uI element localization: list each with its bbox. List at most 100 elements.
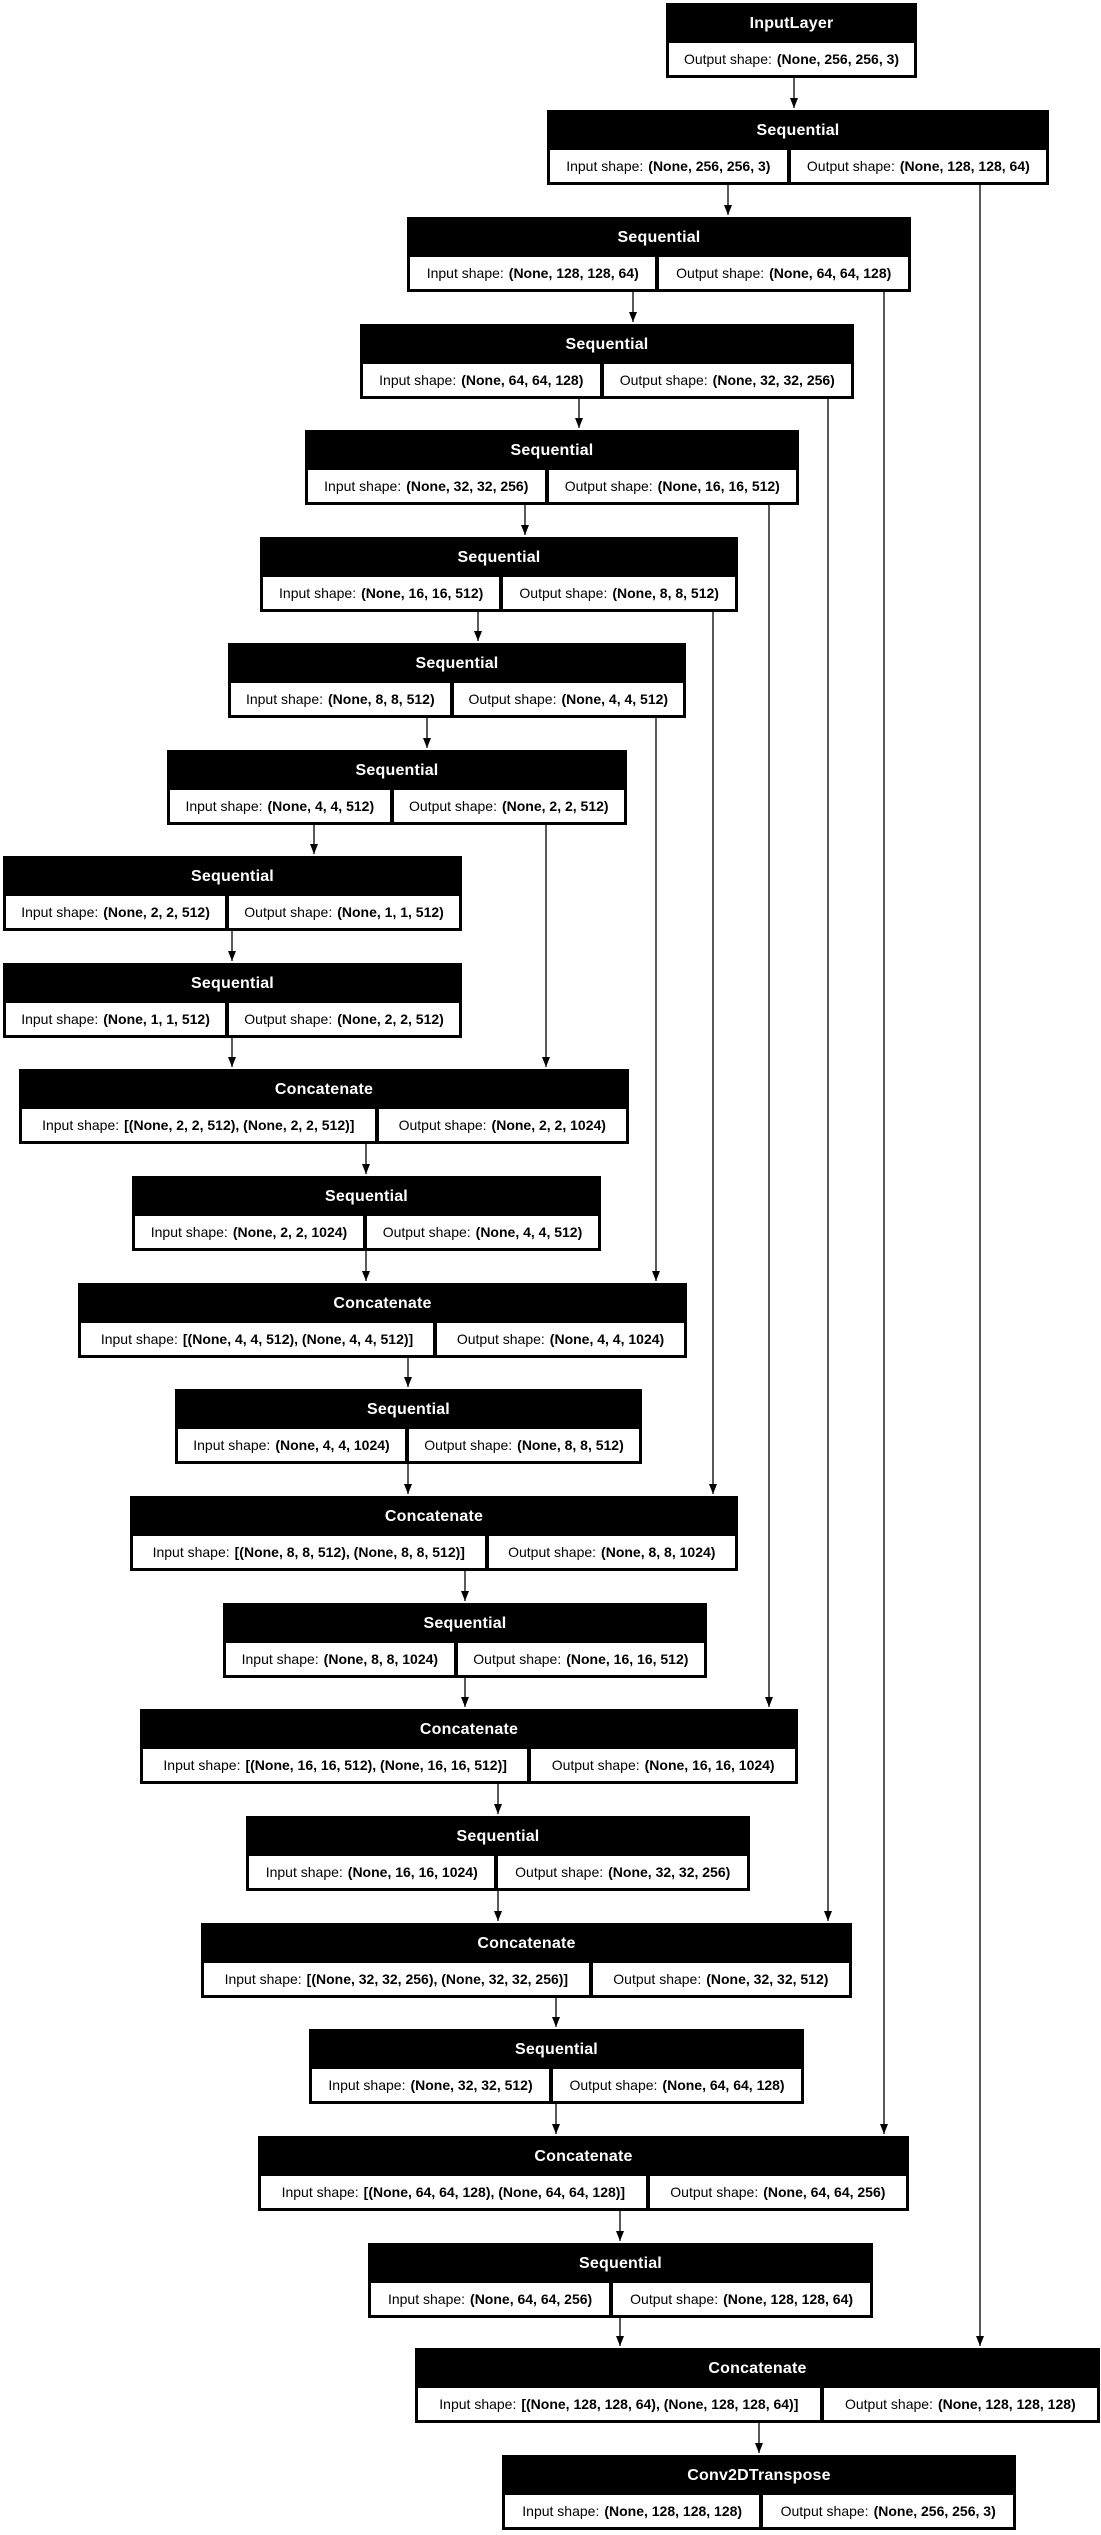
output-shape-label: Output shape: [382,1224,471,1240]
shape-cells-row: Input shape:(None, 16, 16, 512)Output sh… [262,576,736,610]
shape-cells-row: Input shape:(None, 32, 32, 256) Output sh… [307,469,798,503]
input-shape-label: Input shape: [439,2396,517,2412]
output-shape-label: Output shape: [683,51,772,67]
input-shape-value: [(None, 4, 4, 512), (None, 4, 4, 512)] [182,1331,414,1347]
output-shape-cell: Output shape:(None, 128, 128, 128) [822,2387,1098,2421]
output-shape-cell: Output shape:(None, 8, 8, 512) [407,1428,640,1462]
input-shape-value: (None, 1, 1, 512) [103,1011,210,1027]
output-shape-label: Output shape: [780,2503,869,2519]
output-shape-value: (None, 1, 1, 512) [337,904,444,920]
shape-cells-row: Input shape:(None, 64, 64, 256)Output sh… [370,2282,872,2316]
output-shape-label: Output shape: [456,1331,545,1347]
output-shape-cell: Output shape:(None, 16, 16, 1024) [530,1748,796,1782]
input-shape-cell: Input shape:(None, 32, 32, 512) [311,2068,551,2102]
input-shape-cell: Input shape:(None, 16, 16, 512) [262,576,501,610]
output-shape-label: Output shape: [844,2396,933,2412]
shape-cells-row: Output shape:(None, 256, 256, 3) [668,42,915,76]
input-shape-cell: Input shape:(None, 1, 1, 512) [5,1002,227,1036]
input-shape-label: Input shape: [324,478,402,494]
input-shape-cell: Input shape:[(None, 128, 128, 64), (None… [417,2387,821,2421]
layer-type-label: Concatenate [708,2359,807,2377]
input-shape-label: Input shape: [379,372,457,388]
input-shape-label: Input shape: [100,1331,178,1347]
output-shape-cell: Output shape:(None, 4, 4, 512) [365,1215,599,1249]
input-shape-label: Input shape: [193,1437,271,1453]
shape-cells-row: Input shape:[(None, 2, 2, 512), (None, 2… [21,1108,628,1142]
output-shape-cell: Output shape:(None, 16, 16, 512) [547,469,798,503]
input-shape-label: Input shape: [152,1544,230,1560]
output-shape-cell: Output shape:(None, 4, 4, 1024) [436,1322,686,1356]
input-shape-value: (None, 4, 4, 512) [267,798,375,814]
layer-type-label: InputLayer [749,14,834,32]
input-shape-label: Input shape: [566,158,644,174]
input-shape-cell: Input shape:(None, 4, 4, 512) [169,789,391,823]
output-shape-cell: Output shape:(None, 1, 1, 512) [228,895,461,929]
output-shape-cell: Output shape:(None, 128, 128, 64) [612,2282,872,2316]
layer-type-label: Concatenate [419,1720,519,1738]
output-shape-label: Output shape: [244,904,333,920]
input-shape-label: Input shape: [163,1757,241,1773]
output-shape-cell: Output shape:(None, 32, 32, 512) [591,1962,850,1996]
output-shape-label: Output shape: [519,585,608,601]
input-shape-cell: Input shape:[(None, 32, 32, 256), (None,… [203,1962,590,1996]
input-shape-cell: Input shape:(None, 64, 64, 256) [370,2282,611,2316]
output-shape-label: Output shape: [619,372,708,388]
input-shape-value: [(None, 16, 16, 512), (None, 16, 16, 512… [245,1757,507,1773]
input-shape-value: (None, 16, 16, 512) [361,585,484,601]
input-shape-value: (None, 16, 16, 1024) [347,1864,478,1880]
output-shape-label: Output shape: [630,2291,719,2307]
input-shape-cell: Input shape:(None, 2, 2, 512) [5,895,227,929]
output-shape-label: Output shape: [569,2077,658,2093]
output-shape-cell: Output shape:(None, 8, 8, 1024) [487,1535,737,1569]
input-shape-label: Input shape: [150,1224,228,1240]
input-shape-value: (None, 64, 64, 128) [461,372,584,388]
output-shape-cell: Output shape:(None, 256, 256, 3) [668,42,915,76]
shape-cells-row: Input shape:(None, 4, 4, 1024)Output sha… [177,1428,640,1462]
input-shape-label: Input shape: [328,2077,406,2093]
input-shape-value: [(None, 32, 32, 256), (None, 32, 32, 256… [306,1971,569,1987]
input-shape-value: (None, 64, 64, 256) [470,2291,593,2307]
shape-cells-row: Input shape:(None, 64, 64, 128) Output sh… [362,363,853,397]
output-shape-value: (None, 16, 16, 512) [657,478,780,494]
output-shape-cell: Output shape:(None, 2, 2, 512) [228,1002,461,1036]
output-shape-cell: Output shape:(None, 32, 32, 256) [602,363,853,397]
input-shape-label: Input shape: [185,798,263,814]
layer-type-label: Sequential [457,548,541,566]
input-shape-value: (None, 32, 32, 256) [406,478,529,494]
output-shape-label: Output shape: [473,1651,562,1667]
input-shape-label: Input shape: [224,1971,302,1987]
input-shape-label: Input shape: [279,585,357,601]
output-shape-cell: Output shape:(None, 8, 8, 512) [502,576,736,610]
output-shape-cell: Output shape:(None, 16, 16, 512) [456,1642,706,1676]
output-shape-cell: Output shape:(None, 256, 256, 3) [762,2494,1014,2528]
input-shape-label: Input shape: [281,2184,359,2200]
input-shape-cell: Input shape:(None, 128, 128, 128) [504,2494,761,2528]
layer-type-label: Sequential [515,2040,598,2058]
input-shape-value: (None, 2, 2, 512) [103,904,210,920]
shape-cells-row: Input shape:(None, 16, 16, 1024) Output s… [248,1855,749,1889]
output-shape-value: (None, 256, 256, 3) [873,2503,996,2519]
layer-type-label: Concatenate [333,1294,432,1312]
output-shape-label: Output shape: [515,1864,604,1880]
layer-type-label: Concatenate [274,1080,374,1098]
output-shape-label: Output shape: [670,2184,759,2200]
output-shape-label: Output shape: [398,1117,487,1133]
layer-type-label: Sequential [423,1614,507,1632]
input-shape-label: Input shape: [265,1864,343,1880]
input-shape-value: (None, 2, 2, 1024) [232,1224,348,1240]
shape-cells-row: Input shape:(None, 8, 8, 512)Output shap… [230,682,685,716]
layer-type-label: Conv2DTranspose [687,2466,831,2484]
input-shape-label: Input shape: [245,691,324,707]
